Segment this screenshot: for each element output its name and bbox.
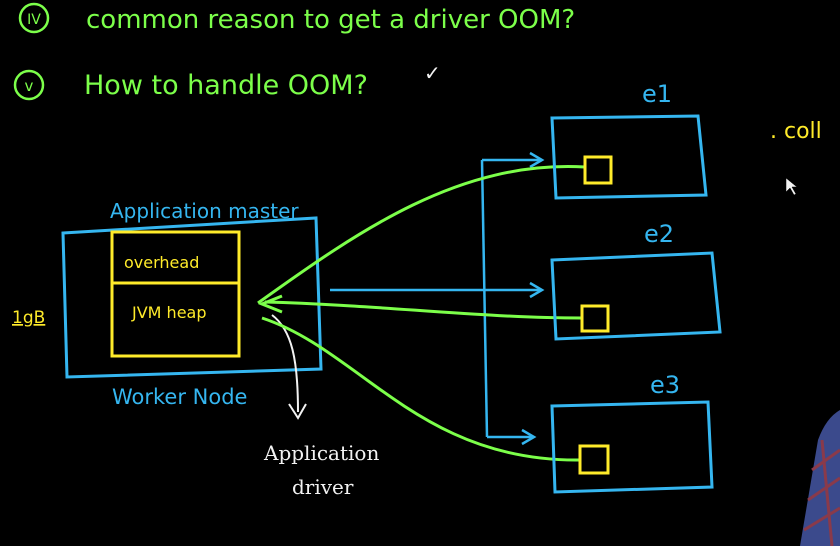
worker-node-footer: Worker Node <box>112 385 247 409</box>
header-item-5-text: How to handle OOM? <box>84 70 368 101</box>
executor-label-e1: e1 <box>642 80 672 108</box>
side-note: . coll <box>770 119 822 144</box>
presenter-shirt-pattern <box>803 439 840 546</box>
driver-container-box <box>110 230 241 358</box>
distribution-arrowhead-middle <box>529 281 545 299</box>
header-item-4-text: common reason to get a driver OOM? <box>86 5 575 35</box>
jvm-heap-label: JVM heap <box>131 303 207 322</box>
task-box-e1 <box>583 155 613 185</box>
check-mark: ✓ <box>424 61 441 85</box>
distribution-lines <box>330 151 545 446</box>
executor-e2: e2 <box>550 220 722 341</box>
task-box-e2 <box>580 304 610 333</box>
application-driver-line1: Application <box>263 441 379 465</box>
driver-pointer-arrowhead <box>288 403 307 420</box>
application-driver-annotation: Application driver <box>263 314 379 499</box>
connection-e3 <box>261 316 581 462</box>
executor-e3: e3 <box>550 371 714 494</box>
numbering-circle-5 <box>13 69 45 101</box>
presenter-figure <box>800 410 840 546</box>
overhead-label: overhead <box>124 253 199 272</box>
executor-box-e1 <box>550 114 708 200</box>
application-driver-line2: driver <box>292 475 354 499</box>
connection-arrowhead <box>257 294 283 314</box>
size-label: 1gB <box>12 308 45 328</box>
executor-box-e2 <box>550 251 722 341</box>
header-item-5: v How to handle OOM? ✓ <box>13 61 441 101</box>
mouse-cursor <box>785 177 798 196</box>
distribution-trunk <box>480 159 489 438</box>
distribution-arrowhead-e3 <box>521 428 537 446</box>
numbering-marker-4: IV <box>27 12 41 28</box>
driver-pointer-arrow <box>271 314 299 413</box>
executor-label-e2: e2 <box>644 220 674 248</box>
executor-e1: e1 <box>550 80 708 200</box>
worker-node-box <box>61 216 323 379</box>
numbering-marker-5: v <box>25 77 34 95</box>
distribution-arrowhead-e1 <box>529 151 545 169</box>
presenter-shoulder <box>800 410 840 546</box>
executor-box-e3 <box>550 400 714 494</box>
header-item-4: IV common reason to get a driver OOM? <box>18 2 575 35</box>
connection-e1 <box>257 165 586 305</box>
connection-e2 <box>264 300 583 320</box>
numbering-circle-4 <box>18 2 50 34</box>
executor-connections <box>257 165 586 462</box>
application-master-title: Application master <box>110 199 299 223</box>
task-box-e3 <box>578 444 610 475</box>
worker-node: Application master Worker Node 1gB overh… <box>12 199 323 409</box>
executor-label-e3: e3 <box>650 371 680 399</box>
